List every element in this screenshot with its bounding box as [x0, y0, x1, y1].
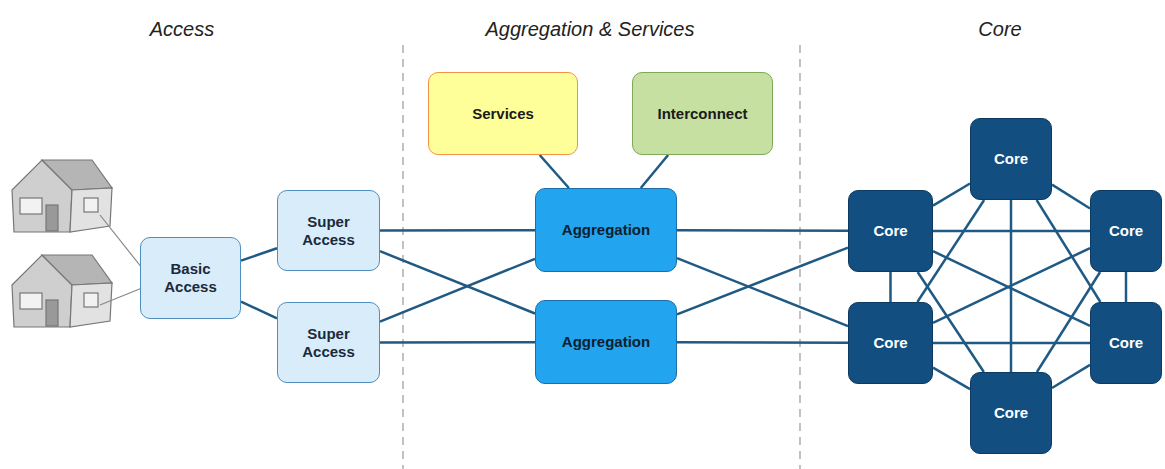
access-box: Super Access: [277, 302, 380, 383]
node-label: Core: [873, 222, 907, 240]
node-label: Basic Access: [149, 260, 232, 296]
core-box: Core: [970, 372, 1052, 454]
link-line: [933, 230, 1090, 233]
section-heading: Aggregation & Services: [485, 18, 694, 41]
link-line: [241, 248, 277, 260]
link-line: [933, 183, 970, 205]
node-label: Services: [472, 105, 534, 123]
core-box: Core: [970, 118, 1052, 200]
link-line: [1052, 185, 1090, 209]
node-label: Aggregation: [562, 221, 650, 239]
interconnect-box: Interconnect: [632, 72, 773, 155]
node-label: Super Access: [286, 213, 371, 249]
section-heading: Core: [978, 18, 1021, 41]
section-divider: [402, 45, 403, 469]
core-box: Core: [1090, 190, 1162, 272]
aggregation-box: Aggregation: [535, 188, 677, 272]
link-line: [380, 341, 535, 344]
link-line: [677, 341, 848, 344]
node-label: Super Access: [286, 325, 371, 361]
core-box: Core: [1090, 302, 1162, 384]
node-label: Core: [1109, 334, 1143, 352]
section-divider: [799, 45, 800, 469]
link-line: [677, 229, 848, 232]
core-box: Core: [848, 190, 933, 272]
house-icon: [12, 160, 112, 232]
access-box: Super Access: [277, 190, 380, 271]
link-line: [933, 248, 1090, 323]
link-line: [933, 368, 970, 389]
house-link: [100, 288, 142, 305]
node-label: Core: [994, 404, 1028, 422]
link-line: [933, 342, 1090, 345]
link-line: [677, 258, 848, 326]
node-label: Core: [1109, 222, 1143, 240]
node-label: Core: [873, 334, 907, 352]
link-line: [677, 248, 848, 315]
core-box: Core: [848, 302, 933, 384]
services-box: Services: [428, 72, 578, 155]
link-line: [641, 155, 668, 188]
house-link: [100, 215, 142, 268]
link-line: [540, 155, 569, 188]
access-box: Basic Access: [140, 237, 241, 319]
link-line: [889, 272, 892, 302]
node-label: Core: [994, 150, 1028, 168]
section-heading: Access: [150, 18, 214, 41]
link-line: [933, 251, 1090, 326]
link-line: [380, 251, 535, 313]
link-line: [1125, 272, 1128, 302]
link-line: [241, 302, 277, 319]
house-icon: [12, 255, 112, 327]
node-label: Aggregation: [562, 333, 650, 351]
link-line: [380, 229, 535, 232]
link-line: [380, 259, 535, 322]
link-line: [1052, 365, 1090, 388]
aggregation-box: Aggregation: [535, 300, 677, 384]
node-label: Interconnect: [657, 105, 747, 123]
